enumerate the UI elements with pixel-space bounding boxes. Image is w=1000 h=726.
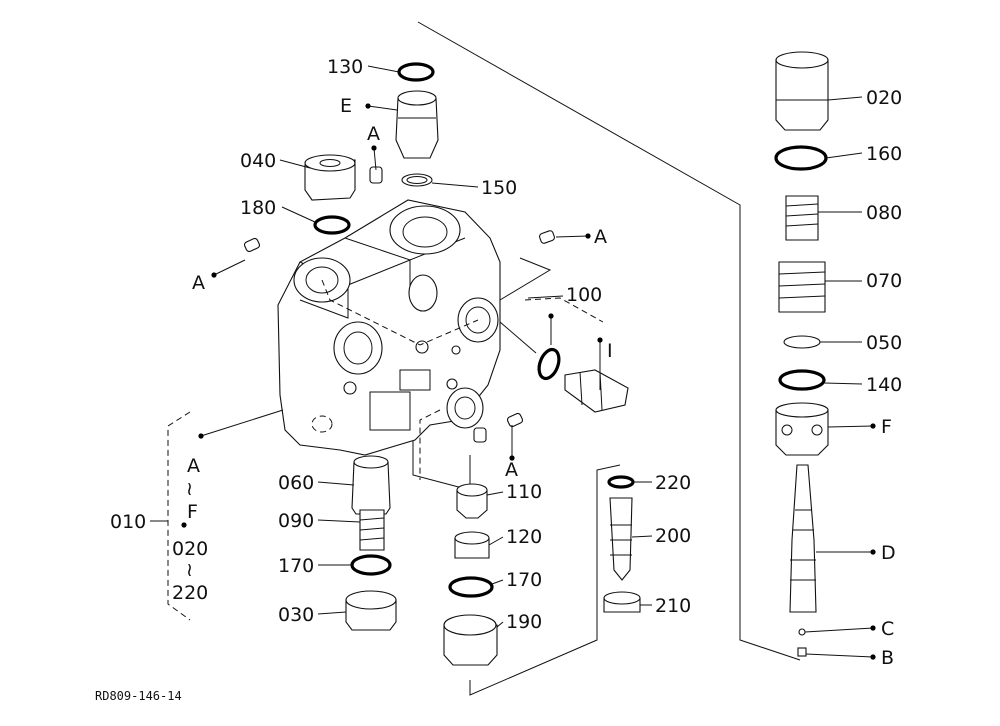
label-170-left: 170 xyxy=(278,555,314,577)
label-200: 200 xyxy=(655,525,691,547)
label-190: 190 xyxy=(506,611,542,633)
label-c: C xyxy=(881,618,894,640)
range-2-sep: ≀ xyxy=(186,559,193,581)
label-b: B xyxy=(881,647,894,669)
label-f: F xyxy=(881,416,892,438)
range-2-from: 020 xyxy=(172,538,208,560)
label-120: 120 xyxy=(506,526,542,548)
lower-stack-left xyxy=(345,455,397,631)
label-assembly-010: 010 xyxy=(110,511,146,533)
range-1-from: A xyxy=(187,455,200,477)
lower-stack-right xyxy=(603,475,641,613)
label-060: 060 xyxy=(278,472,314,494)
label-050: 050 xyxy=(866,332,902,354)
label-a-left: A xyxy=(192,272,205,294)
label-180: 180 xyxy=(240,197,276,219)
label-070: 070 xyxy=(866,270,902,292)
range-1-sep: ≀ xyxy=(186,478,193,500)
label-210: 210 xyxy=(655,595,691,617)
label-d: D xyxy=(881,542,896,564)
label-150: 150 xyxy=(481,177,517,199)
label-170-middle: 170 xyxy=(506,569,542,591)
lower-stack-middle xyxy=(443,483,498,666)
label-i: I xyxy=(607,340,613,362)
right-column-stack xyxy=(774,51,829,657)
part-labels: 130 E A 040 180 150 A A 100 I A 060 090 … xyxy=(95,56,902,703)
label-140: 140 xyxy=(866,374,902,396)
leader-dots xyxy=(181,103,876,660)
label-040: 040 xyxy=(240,150,276,172)
label-020: 020 xyxy=(866,87,902,109)
label-030: 030 xyxy=(278,604,314,626)
label-110: 110 xyxy=(506,481,542,503)
label-090: 090 xyxy=(278,510,314,532)
label-160: 160 xyxy=(866,143,902,165)
label-080: 080 xyxy=(866,202,902,224)
label-220: 220 xyxy=(655,472,691,494)
label-100: 100 xyxy=(566,284,602,306)
label-130: 130 xyxy=(327,56,363,78)
label-e: E xyxy=(340,95,352,117)
range-1-to: F xyxy=(187,501,198,523)
label-a-right: A xyxy=(594,226,607,248)
plug-100 xyxy=(499,297,629,413)
valve-body xyxy=(277,199,501,480)
label-a-bottom: A xyxy=(505,459,518,481)
leader-lines xyxy=(150,65,874,658)
label-a-top: A xyxy=(367,123,380,145)
range-2-to: 220 xyxy=(172,582,208,604)
drawing-code: RD809-146-14 xyxy=(95,689,182,703)
